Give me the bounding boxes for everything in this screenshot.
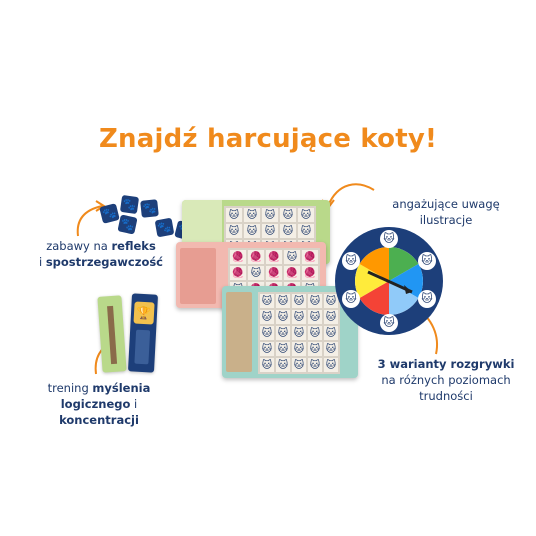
callout-illustrations-line1: angażujące uwagę xyxy=(392,197,500,211)
spinner-wheel xyxy=(335,227,443,335)
callout-reflex: zabawy na refleks i spostrzegawczość xyxy=(36,238,166,270)
cat-icon: 🐱 xyxy=(292,358,306,372)
cat-icon: 🐱 xyxy=(226,224,242,238)
yarn-icon: 🧶 xyxy=(230,266,246,280)
cat-icon: 🐱 xyxy=(324,358,338,372)
trophy-icon: 🏆 xyxy=(133,301,155,325)
cat-icon: 🐱 xyxy=(260,310,274,324)
callout-logic-bold2: logicznego xyxy=(60,397,131,411)
die-paw-icon: 🐾 xyxy=(99,203,120,224)
yarn-icon: 🧶 xyxy=(302,266,318,280)
cat-icon: 🐱 xyxy=(276,310,290,324)
cat-icon: 🐱 xyxy=(324,342,338,356)
callout-variants-line3: trudności xyxy=(419,389,473,403)
headline: Znajdź harcujące koty! xyxy=(98,124,438,154)
cat-icon: 🐱 xyxy=(324,310,338,324)
cat-icon: 🐱 xyxy=(276,358,290,372)
yarn-icon: 🧶 xyxy=(266,266,282,280)
cat-icon: 🐱 xyxy=(308,294,322,308)
cat-icon: 🐱 xyxy=(248,266,264,280)
cat-icon: 🐱 xyxy=(262,224,278,238)
cat-icon: 🐱 xyxy=(284,250,300,264)
yarn-icon: 🧶 xyxy=(266,250,282,264)
cat-face-icon: 🐱 xyxy=(418,252,436,270)
cat-icon: 🐱 xyxy=(260,326,274,340)
die-paw-icon: 🐾 xyxy=(119,194,140,215)
callout-variants-line2: na różnych poziomach xyxy=(381,373,511,387)
cat-face-icon: 🐱 xyxy=(342,290,360,308)
cat-icon: 🐱 xyxy=(324,326,338,340)
die-paw-icon: 🐾 xyxy=(140,199,159,218)
cat-icon: 🐱 xyxy=(280,224,296,238)
die-paw-icon: 🐾 xyxy=(117,214,138,235)
cat-icon: 🐱 xyxy=(324,294,338,308)
cat-icon: 🐱 xyxy=(292,294,306,308)
cat-icon: 🐱 xyxy=(276,294,290,308)
yarn-icon: 🧶 xyxy=(302,250,318,264)
cat-icon: 🐱 xyxy=(308,310,322,324)
game-board-teal: 🐱🐱🐱🐱🐱 🐱🐱🐱🐱🐱 🐱🐱🐱🐱🐱 🐱🐱🐱🐱🐱 🐱🐱🐱🐱🐱 xyxy=(222,286,358,378)
cat-tree-icon xyxy=(134,329,151,365)
callout-variants: 3 warianty rozgrywki na różnych poziomac… xyxy=(376,356,516,404)
card-cat-tree-green xyxy=(97,295,127,373)
callout-illustrations-line2: ilustracje xyxy=(419,213,473,227)
board-pink-scratcher xyxy=(180,248,216,304)
cat-icon: 🐱 xyxy=(308,326,322,340)
cat-face-icon: 🐱 xyxy=(418,290,436,308)
cat-icon: 🐱 xyxy=(226,208,242,222)
board-teal-grid: 🐱🐱🐱🐱🐱 🐱🐱🐱🐱🐱 🐱🐱🐱🐱🐱 🐱🐱🐱🐱🐱 🐱🐱🐱🐱🐱 xyxy=(258,292,340,374)
cat-icon: 🐱 xyxy=(292,310,306,324)
cat-face-icon: 🐱 xyxy=(342,252,360,270)
cat-icon: 🐱 xyxy=(260,342,274,356)
yarn-icon: 🧶 xyxy=(284,266,300,280)
cat-icon: 🐱 xyxy=(292,342,306,356)
cat-face-icon: 🐱 xyxy=(380,230,398,248)
cat-icon: 🐱 xyxy=(308,342,322,356)
cat-icon: 🐱 xyxy=(298,224,314,238)
cat-face-icon: 🐱 xyxy=(380,314,398,332)
cat-icon: 🐱 xyxy=(292,326,306,340)
cat-icon: 🐱 xyxy=(244,224,260,238)
callout-reflex-bold2: spostrzegawczość xyxy=(45,255,164,269)
callout-variants-bold1: 3 warianty rozgrywki xyxy=(377,357,515,371)
cat-icon: 🐱 xyxy=(276,342,290,356)
callout-reflex-text2: i xyxy=(38,255,46,269)
callout-logic-bold3: koncentracji xyxy=(59,413,139,427)
cat-icon: 🐱 xyxy=(260,358,274,372)
callout-logic-text2: i xyxy=(130,397,138,411)
callout-reflex-bold1: refleks xyxy=(111,239,156,253)
cat-icon: 🐱 xyxy=(244,208,260,222)
callout-logic: trening myślenia logicznego i koncentrac… xyxy=(24,380,174,428)
cat-icon: 🐱 xyxy=(308,358,322,372)
cat-icon: 🐱 xyxy=(298,208,314,222)
yarn-icon: 🧶 xyxy=(230,250,246,264)
yarn-icon: 🧶 xyxy=(248,250,264,264)
callout-logic-text1: trening xyxy=(47,381,93,395)
cat-tree-icon xyxy=(107,305,118,365)
die-paw-icon: 🐾 xyxy=(154,217,175,238)
card-trophy-blue: 🏆 xyxy=(127,293,159,373)
callout-reflex-text1: zabawy na xyxy=(46,239,112,253)
callout-logic-bold1: myślenia xyxy=(92,381,151,395)
cat-icon: 🐱 xyxy=(276,326,290,340)
color-spinner[interactable]: 🐱 🐱 🐱 🐱 🐱 🐱 xyxy=(334,226,444,336)
cat-icon: 🐱 xyxy=(262,208,278,222)
cat-icon: 🐱 xyxy=(260,294,274,308)
cat-icon: 🐱 xyxy=(280,208,296,222)
board-teal-cat-tree xyxy=(226,292,252,372)
callout-illustrations: angażujące uwagę ilustracje xyxy=(386,196,506,228)
